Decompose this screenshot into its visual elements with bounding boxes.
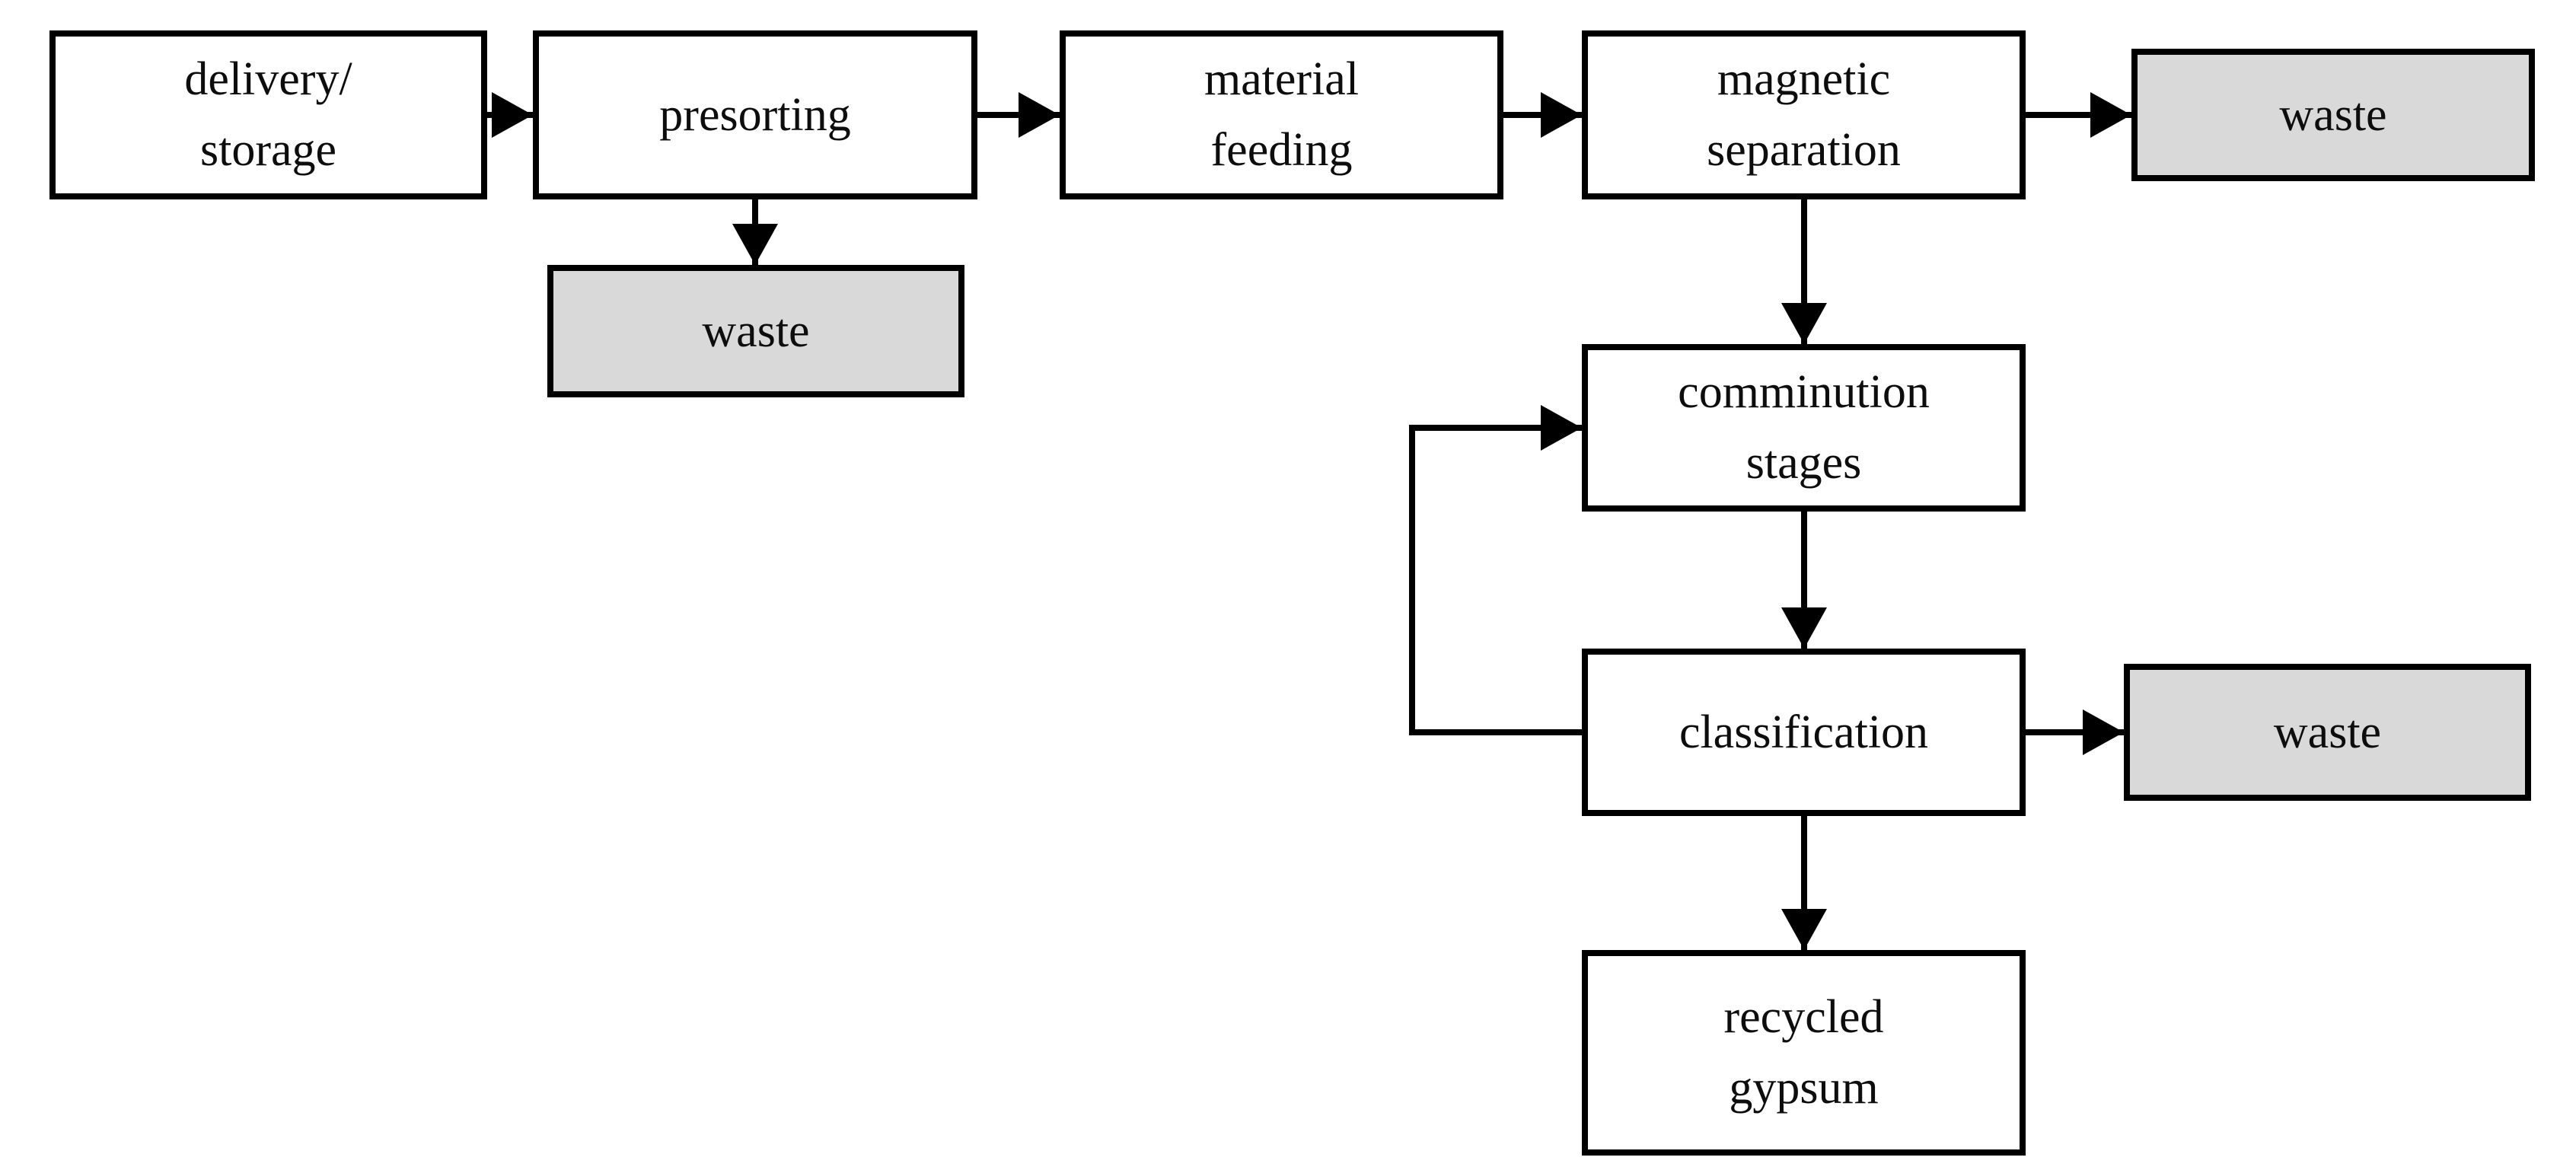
node-label-line: gypsum bbox=[1729, 1062, 1879, 1114]
node-label-line: waste bbox=[2273, 706, 2382, 758]
node-label-line: classification bbox=[1679, 706, 1929, 758]
node-presorting: presorting bbox=[533, 30, 977, 199]
node-label-line: magnetic bbox=[1717, 53, 1891, 105]
node-label-line: recycled bbox=[1723, 991, 1884, 1043]
node-material-feeding: material feeding bbox=[1060, 30, 1503, 199]
node-label-line: presorting bbox=[659, 88, 851, 141]
node-label-line: feeding bbox=[1210, 124, 1353, 176]
node-label-line: waste bbox=[702, 304, 810, 357]
node-label-line: stages bbox=[1745, 437, 1862, 489]
node-magnetic-separation: magnetic separation bbox=[1582, 30, 2026, 199]
node-waste-after-classification: waste bbox=[2124, 664, 2531, 801]
node-label-line: separation bbox=[1707, 124, 1901, 176]
node-label-line: material bbox=[1204, 53, 1360, 105]
node-delivery-storage: delivery/ storage bbox=[49, 30, 487, 199]
node-waste-after-presorting: waste bbox=[547, 265, 964, 397]
node-comminution-stages: comminution stages bbox=[1582, 344, 2026, 512]
node-classification: classification bbox=[1582, 649, 2026, 816]
node-label-line: delivery/ bbox=[184, 53, 352, 105]
node-label-line: waste bbox=[2279, 88, 2387, 141]
node-label-line: storage bbox=[199, 124, 337, 176]
node-label-line: comminution bbox=[1678, 366, 1930, 418]
node-waste-after-magnetic-separation: waste bbox=[2131, 49, 2535, 181]
node-recycled-gypsum: recycled gypsum bbox=[1582, 950, 2026, 1156]
edge-classification-feedback-to-comminution-arrow bbox=[1409, 405, 1582, 735]
